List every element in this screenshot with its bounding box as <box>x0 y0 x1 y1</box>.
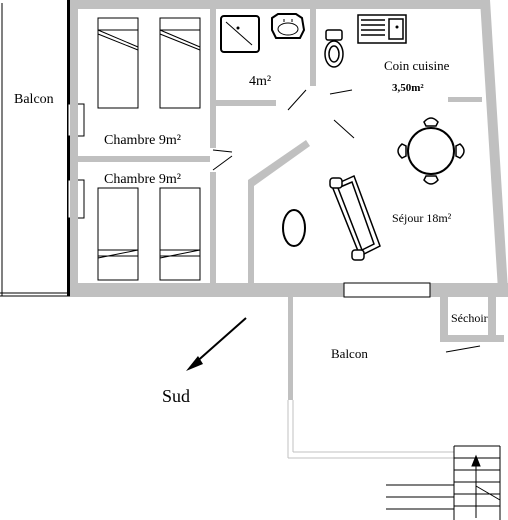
sink-icon <box>271 13 306 39</box>
balcony-bottom <box>287 400 454 459</box>
sejour-label: Séjour 18m² <box>392 211 452 225</box>
table-icon <box>407 127 455 175</box>
balcon-bottom-label: Balcon <box>331 346 368 361</box>
bathroom-area-label: 4m² <box>249 74 271 89</box>
chambre-bottom-label: Chambre 9m² <box>104 172 181 187</box>
arrow-icon <box>186 317 247 371</box>
sechoir-label: Séchoir <box>451 311 488 325</box>
chambre-top-label: Chambre 9m² <box>104 133 181 148</box>
bed-icon <box>97 17 201 109</box>
sofa-icon <box>329 174 381 261</box>
shower-icon <box>220 15 260 53</box>
kitchen-label: Coin cuisine <box>384 58 450 73</box>
compass-label: Sud <box>162 386 190 406</box>
door-lines <box>212 89 481 353</box>
bed-icon <box>97 187 201 281</box>
chair-icon <box>397 117 465 185</box>
balcon-left-label: Balcon <box>14 92 54 107</box>
kitchen-area-label: 3,50m² <box>392 82 424 94</box>
toilet-icon <box>324 29 344 68</box>
coffee-table-icon <box>282 209 306 247</box>
window-bottom <box>343 282 431 298</box>
stairs-icon <box>386 445 501 520</box>
stove-icon <box>357 14 407 44</box>
